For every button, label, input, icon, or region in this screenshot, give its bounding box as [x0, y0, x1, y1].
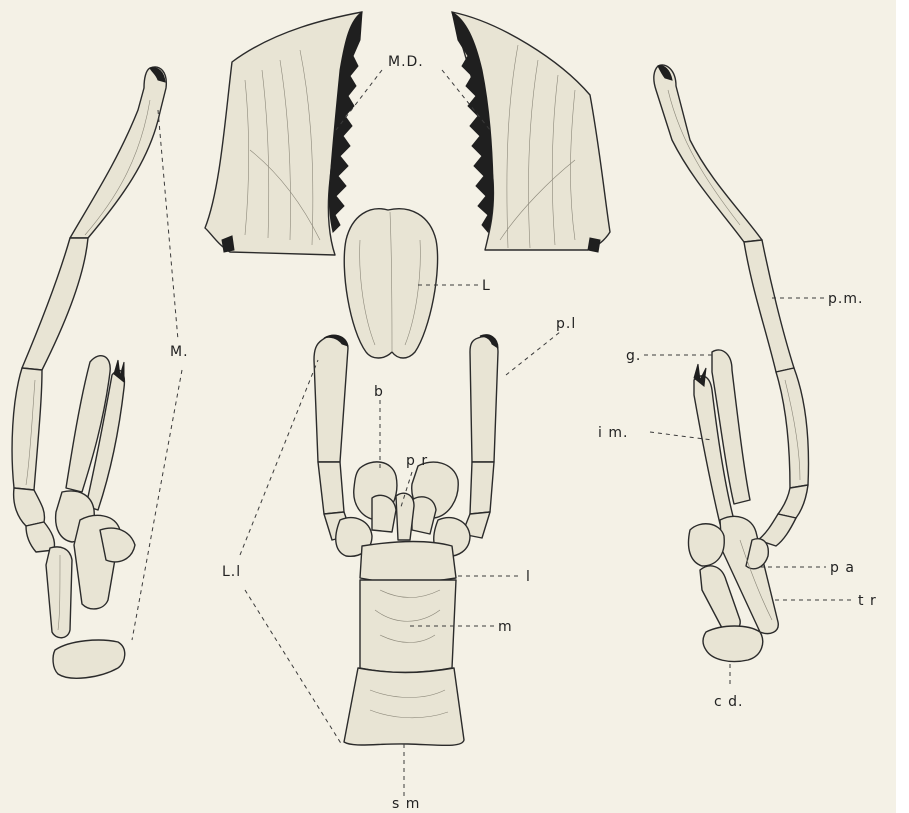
right-maxilla [654, 65, 809, 662]
labium [314, 335, 498, 746]
label-maxillary-palp: p.m. [828, 291, 863, 307]
label-stipes: t r [858, 593, 877, 609]
label-labial-palp: p.l [556, 316, 576, 332]
label-paraglossa: b [374, 384, 384, 400]
label-glossa: p r [406, 453, 428, 469]
page-edge [896, 0, 909, 813]
label-submentum: s m [392, 796, 420, 812]
label-lacinia: i m. [598, 425, 628, 441]
label-maxilla: M. [170, 344, 189, 360]
right-mandible [452, 12, 610, 252]
label-cardo: c d. [714, 694, 743, 710]
label-mandibles: M.D. [388, 54, 424, 70]
label-galea: g. [626, 348, 641, 364]
labrum [344, 209, 437, 358]
label-mentum: m [498, 619, 513, 635]
label-ligula: l [526, 569, 531, 585]
label-labium: L.l [222, 564, 241, 580]
label-labrum: L [482, 278, 491, 294]
left-maxilla [12, 67, 166, 678]
label-palpiger: p a [830, 560, 855, 576]
left-mandible [205, 12, 362, 255]
